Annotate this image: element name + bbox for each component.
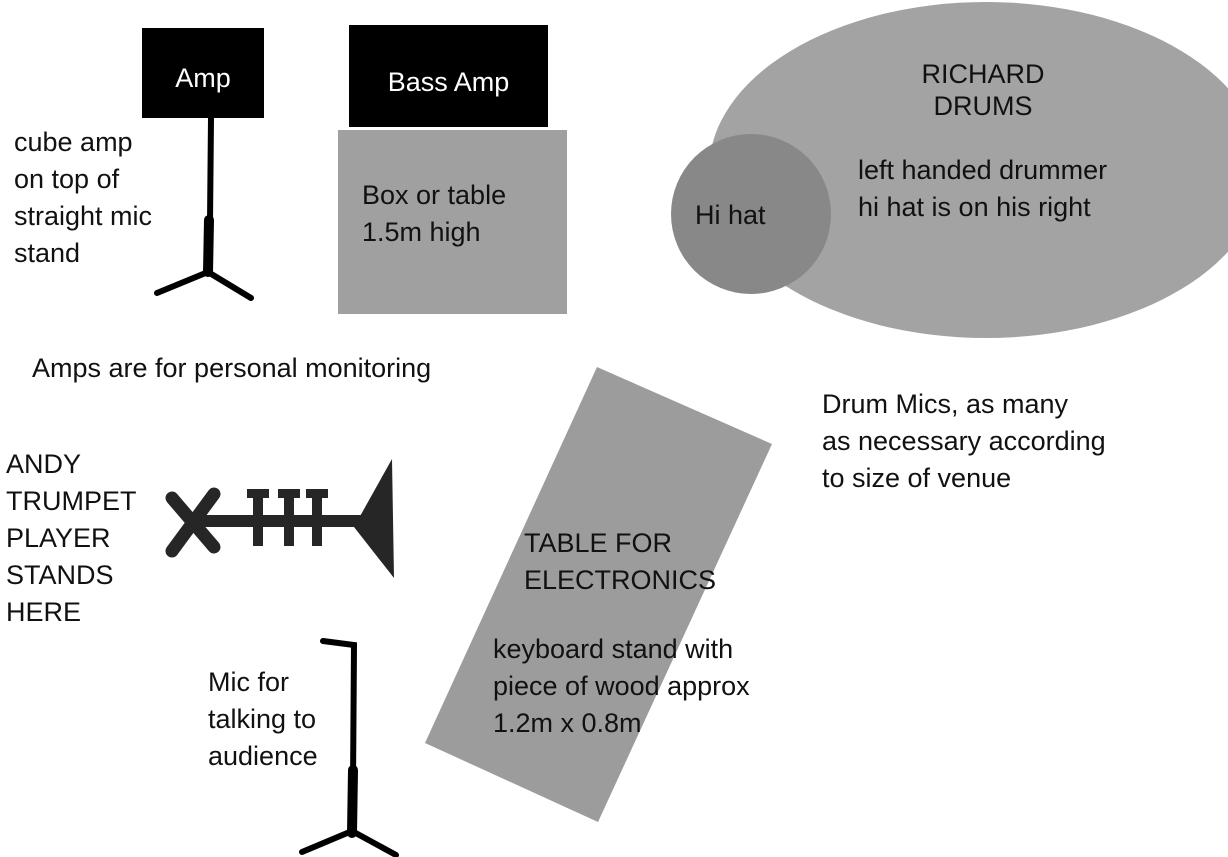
hihat-circle (671, 134, 831, 294)
amp-note-line: on top of (14, 164, 120, 194)
hihat-label: Hi hat (695, 200, 766, 230)
amp-note: cube amp on top of straight mic stand (14, 124, 152, 272)
bass-amp-table (338, 130, 567, 314)
bass-amp-box (349, 25, 548, 127)
electronics-table-title: TABLE FOR ELECTRONICS (524, 525, 716, 599)
drums-note-line: left handed drummer (858, 155, 1108, 185)
amp-label: Amp (175, 63, 231, 93)
talk-mic-label-line: audience (208, 741, 318, 771)
monitoring-note: Amps are for personal monitoring (32, 353, 432, 383)
drum-mics-note-line: Drum Mics, as many (822, 389, 1069, 419)
drums-title: RICHARD DRUMS (868, 58, 1098, 122)
electronics-note-line: piece of wood approx (493, 671, 750, 701)
trumpet-label-line: ANDY (6, 449, 82, 479)
talk-mic-label-line: talking to (208, 704, 317, 734)
trumpet-icon (165, 459, 394, 578)
bass-box-note-line: Box or table (362, 180, 507, 210)
drums-note: left handed drummer hi hat is on his rig… (858, 152, 1107, 226)
electronics-table (425, 367, 772, 822)
electronics-table-note: keyboard stand with piece of wood approx… (493, 631, 750, 742)
talk-mic-label: Mic for talking to audience (208, 664, 318, 775)
drum-kit-area (709, 2, 1228, 338)
electronics-note-line: 1.2m x 0.8m (493, 708, 642, 738)
trumpet-player-label: ANDY TRUMPET PLAYER STANDS HERE (6, 446, 137, 631)
drums-title-line: RICHARD (921, 59, 1045, 89)
amp-box (142, 28, 264, 118)
talk-mic-stand (299, 638, 399, 857)
trumpet-label-line: HERE (6, 597, 82, 627)
trumpet-label-line: TRUMPET (6, 486, 137, 516)
amp-note-line: cube amp (14, 127, 133, 157)
electronics-title-line: TABLE FOR (524, 528, 673, 558)
amp-mic-stand (154, 115, 254, 301)
drum-mics-note: Drum Mics, as many as necessary accordin… (822, 386, 1106, 497)
amp-note-line: stand (14, 238, 81, 268)
talk-mic-label-line: Mic for (208, 667, 289, 697)
bass-amp-label: Bass Amp (387, 67, 510, 97)
drum-mics-note-line: to size of venue (822, 463, 1012, 493)
electronics-title-line: ELECTRONICS (524, 565, 717, 595)
trumpet-label-line: STANDS (6, 560, 114, 590)
drum-mics-note-line: as necessary according (822, 426, 1106, 456)
drums-note-line: hi hat is on his right (858, 192, 1091, 222)
bass-box-note-line: 1.5m high (362, 217, 481, 247)
electronics-note-line: keyboard stand with (493, 634, 734, 664)
amp-note-line: straight mic (14, 201, 153, 231)
bass-box-note: Box or table 1.5m high (362, 177, 506, 251)
trumpet-label-line: PLAYER (6, 523, 111, 553)
drums-title-line: DRUMS (933, 91, 1033, 121)
